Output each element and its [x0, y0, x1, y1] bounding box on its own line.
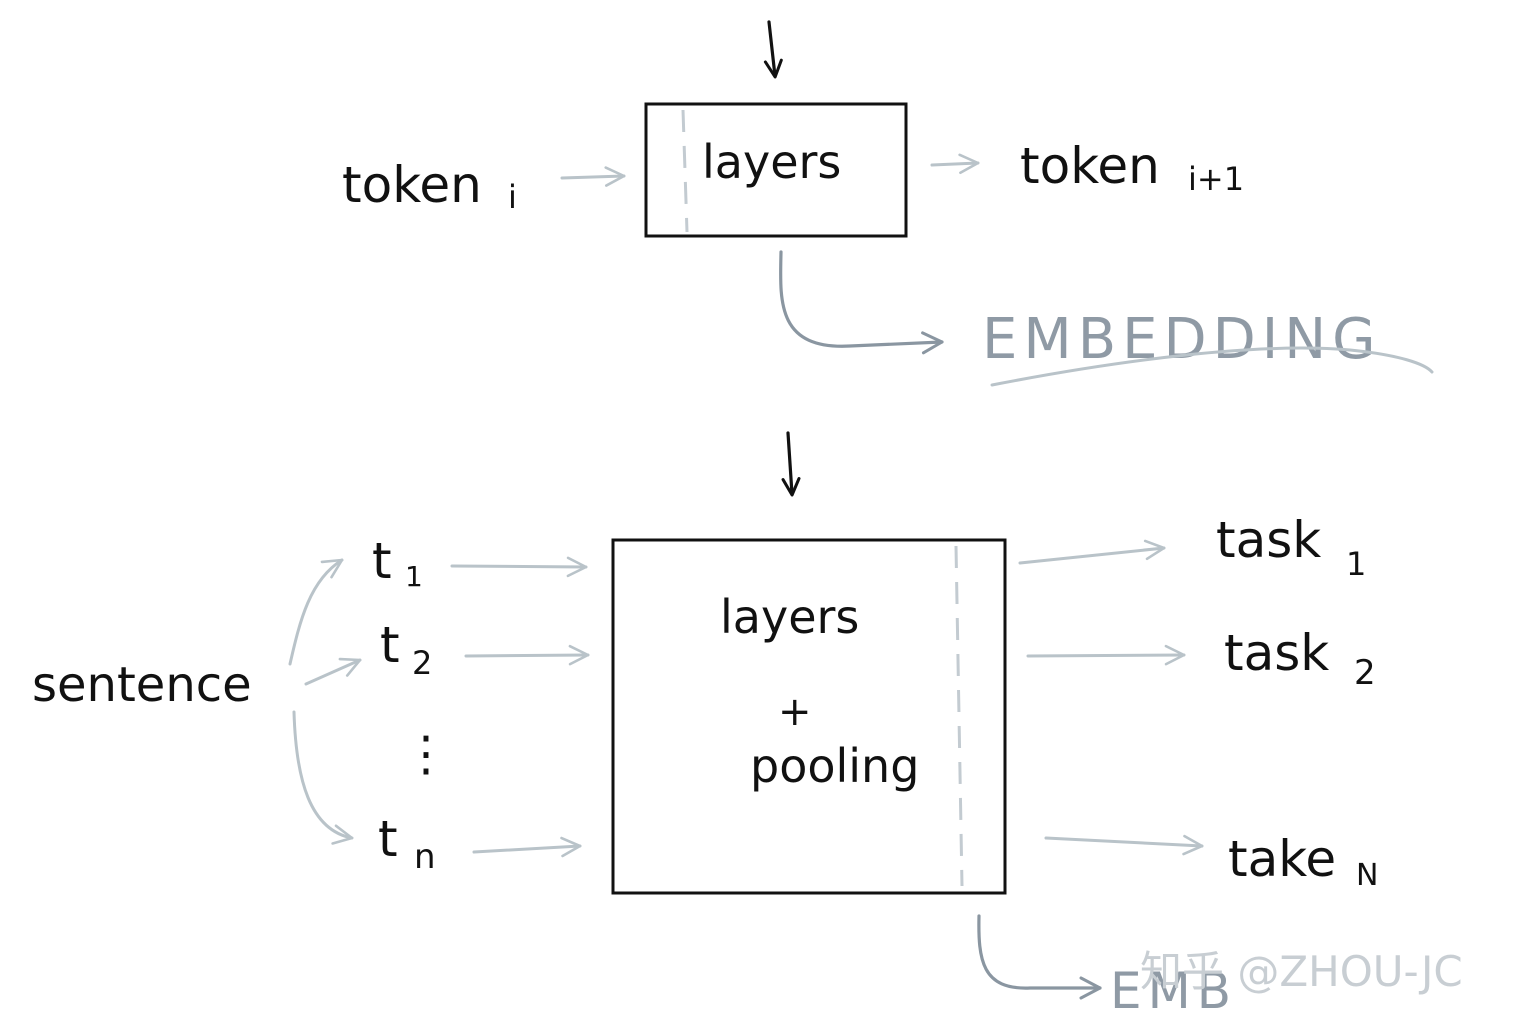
top-layers-label: layers [702, 135, 841, 189]
bottom-box-dashed-divider [954, 545, 964, 887]
task-N-label: take [1228, 830, 1336, 888]
top-input-down-arrow [763, 20, 783, 79]
token-1-label: t [372, 532, 392, 590]
top-input-arrow [560, 166, 626, 187]
token-ellipsis: ⋮ [402, 726, 450, 782]
token-1-subscript: 1 [405, 560, 423, 593]
bottom-diagram: sentence t 1 t 2 ⋮ t n layers + pooling … [32, 431, 1378, 1020]
task-2-label: task [1224, 624, 1329, 682]
token-2-subscript: 2 [412, 644, 432, 682]
token-n-label: t [378, 810, 398, 868]
bottom-input-down-arrow [781, 431, 801, 497]
top-input-token-label: token [342, 156, 482, 214]
sentence-label: sentence [32, 657, 252, 713]
top-layers-box [644, 102, 908, 238]
top-embedding-underline [990, 346, 1434, 387]
token-n-subscript: n [414, 837, 436, 877]
bottom-emb-branch-arrow [977, 914, 1102, 1000]
top-output-arrow [930, 153, 980, 175]
box-to-task1-arrow [1018, 539, 1166, 565]
bottom-emb-label: EMB [1110, 962, 1237, 1020]
sentence-to-t1-arrow [288, 558, 344, 666]
top-output-token-subscript: i+1 [1188, 160, 1244, 198]
box-to-task2-arrow [1026, 644, 1186, 666]
top-output-token-label: token [1020, 137, 1160, 195]
t1-to-box-arrow [450, 556, 588, 578]
top-box-dashed-divider [681, 109, 689, 233]
top-embedding-branch-arrow [779, 250, 944, 355]
bottom-box-pooling-label: pooling [750, 739, 919, 793]
bottom-layers-pooling-box [611, 538, 1007, 895]
top-diagram: token i layers token i+1 EMBEDDING [342, 20, 1434, 387]
task-N-subscript: N [1356, 858, 1378, 893]
token-2-label: t [380, 616, 400, 674]
box-to-taskN-arrow [1044, 834, 1204, 856]
bottom-box-plus-sign: + [778, 689, 812, 735]
bottom-box-layers-label: layers [720, 590, 859, 644]
t2-to-box-arrow [464, 644, 590, 666]
top-embedding-label: EMBEDDING [982, 307, 1382, 372]
top-input-token-subscript: i [508, 178, 517, 216]
sentence-to-tn-arrow [292, 710, 354, 845]
sentence-to-t2-arrow [304, 657, 362, 686]
site-watermark: 知乎 @ZHOU-JC [1140, 947, 1463, 996]
tn-to-box-arrow [472, 836, 582, 858]
task-2-subscript: 2 [1354, 653, 1376, 693]
task-1-label: task [1216, 511, 1321, 569]
task-1-subscript: 1 [1346, 545, 1366, 583]
